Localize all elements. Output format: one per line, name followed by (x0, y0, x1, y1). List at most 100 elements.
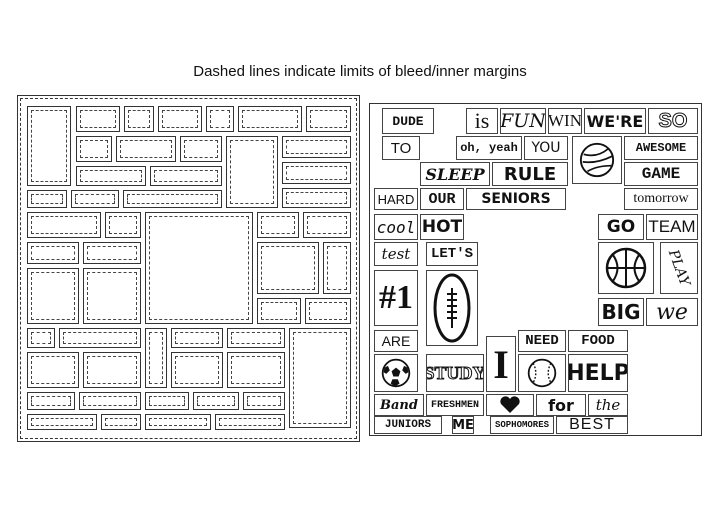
photo-slot (27, 106, 71, 186)
photo-slot (116, 136, 176, 162)
photo-slot (215, 414, 285, 430)
volleyball-icon (579, 142, 615, 178)
word-sticker: SLEEP (420, 162, 490, 186)
baseball-sticker (518, 354, 566, 392)
photo-slot (303, 212, 351, 238)
photo-slot (27, 190, 67, 208)
photo-slot (282, 162, 351, 184)
photo-slot (282, 136, 351, 158)
word-sticker: STUDY (426, 354, 484, 392)
soccer-sticker (374, 354, 418, 392)
photo-slot (27, 212, 101, 238)
football-icon (433, 273, 471, 343)
word-sticker: GAME (624, 162, 698, 186)
word-sticker: I (486, 336, 516, 392)
word-sticker: HELP (568, 354, 628, 392)
photo-slot (305, 298, 351, 324)
word-sticker: SO (648, 108, 698, 134)
word-stickers-sheet: DUDE is FUN WIN WE'RE SO TO oh, yeah YOU… (369, 103, 702, 436)
photo-slot (289, 328, 351, 428)
photo-slot (257, 242, 319, 294)
word-sticker: HOT (420, 214, 464, 240)
photo-slot (145, 212, 253, 324)
word-sticker: Band (374, 394, 424, 416)
word-sticker: NEED (518, 330, 566, 352)
word-sticker: PLAY (660, 242, 698, 294)
baseball-icon (527, 358, 557, 388)
word-sticker: test (374, 242, 418, 266)
basketball-icon (605, 247, 647, 289)
word-sticker: FOOD (568, 330, 628, 352)
photo-slot (27, 268, 79, 324)
word-sticker: TEAM (646, 214, 698, 240)
word-sticker: ARE (374, 330, 418, 352)
photo-slot (71, 190, 119, 208)
photo-slot (27, 328, 55, 348)
photo-slot (206, 106, 234, 132)
word-sticker: TO (382, 136, 420, 160)
photo-slot (145, 328, 167, 388)
photo-slot (76, 106, 120, 132)
word-sticker: BEST (556, 416, 628, 434)
volleyball-sticker (572, 136, 622, 184)
photo-slot (83, 268, 141, 324)
photo-slot (79, 392, 141, 410)
word-sticker: FUN (500, 108, 546, 134)
trim-border (17, 95, 360, 442)
soccer-ball-icon (381, 358, 411, 388)
word-sticker: GO (598, 214, 644, 240)
photo-slot (226, 136, 278, 208)
caption: Dashed lines indicate limits of bleed/in… (193, 63, 527, 80)
photo-slot (257, 212, 299, 238)
word-sticker: FRESHMEN (426, 394, 484, 416)
word-sticker: DUDE (382, 108, 434, 134)
photo-slot (27, 414, 97, 430)
photo-slot (145, 414, 211, 430)
photo-slot (171, 352, 223, 388)
photo-slot (158, 106, 202, 132)
heart-sticker (486, 394, 534, 416)
photo-slot (171, 328, 223, 348)
word-sticker: YOU (524, 136, 568, 160)
word-sticker: JUNIORS (374, 416, 442, 434)
photo-slot (282, 188, 351, 208)
photo-slot (83, 352, 141, 388)
photo-slot (59, 328, 141, 348)
photo-slot (150, 166, 222, 186)
photo-slot (145, 392, 189, 410)
photo-slot (306, 106, 351, 132)
photo-slot (83, 242, 141, 264)
photo-slot (243, 392, 285, 410)
photo-slot (76, 136, 112, 162)
photo-slot (123, 190, 222, 208)
layout-template (17, 95, 360, 442)
photo-slot (27, 352, 79, 388)
photo-slot (101, 414, 141, 430)
photo-slot (238, 106, 302, 132)
photo-slot (124, 106, 154, 132)
word-sticker: HARD (374, 188, 418, 210)
photo-slot (323, 242, 351, 294)
word-sticker: AWESOME (624, 136, 698, 160)
photo-slot (76, 166, 146, 186)
photo-slot (227, 352, 285, 388)
word-sticker: #1 (374, 270, 418, 326)
play-word: PLAY (665, 247, 693, 289)
word-sticker: ME (452, 416, 474, 434)
photo-slot (180, 136, 222, 162)
photo-slot (193, 392, 239, 410)
heart-icon (500, 396, 520, 413)
photo-slot (27, 392, 75, 410)
word-sticker: RULE (492, 162, 568, 186)
word-sticker: the (588, 394, 628, 416)
word-sticker: WE'RE (584, 108, 646, 134)
word-sticker: SOPHOMORES (490, 416, 554, 434)
word-sticker: tomorrow (624, 188, 698, 210)
word-sticker: cool (374, 214, 418, 240)
photo-slot (257, 298, 301, 324)
bleed-margin (20, 98, 357, 439)
word-sticker: oh, yeah (456, 136, 522, 160)
word-sticker: LET'S (426, 242, 478, 266)
photo-slot (227, 328, 285, 348)
football-sticker (426, 270, 478, 346)
